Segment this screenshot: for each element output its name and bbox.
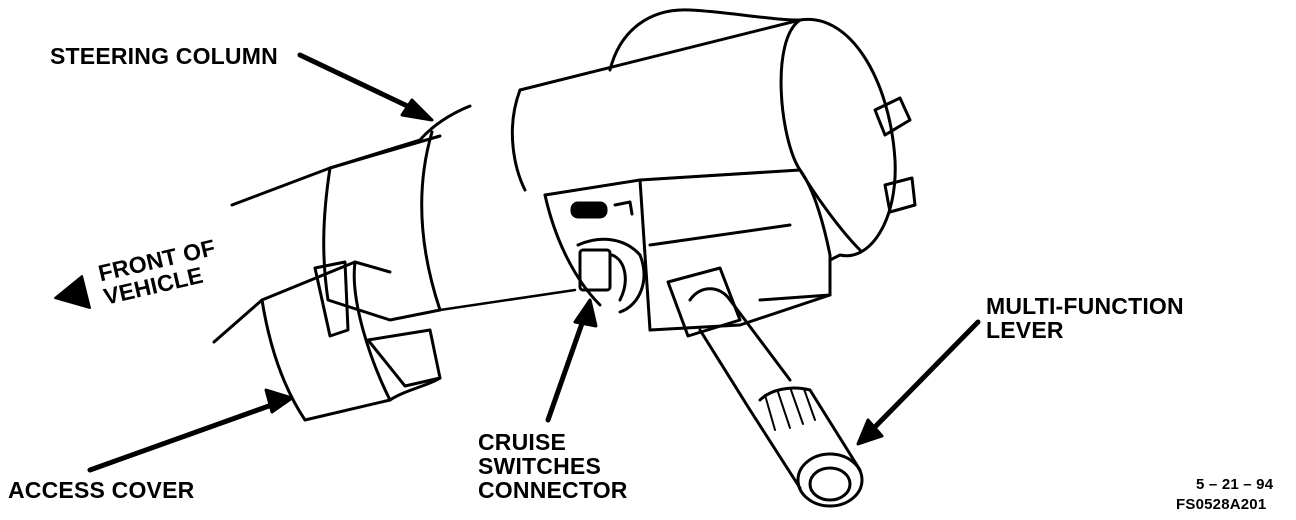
access-cover	[260, 260, 442, 422]
switch-housing	[543, 168, 832, 332]
label-cruise-line2: SWITCHES	[478, 453, 601, 479]
label-mfl-line1: MULTI-FUNCTION	[986, 293, 1184, 319]
label-cruise-line3: CONNECTOR	[478, 477, 628, 503]
arrow-access-cover	[87, 388, 294, 473]
multi-function-lever	[666, 266, 864, 508]
mounting-bolt	[873, 96, 917, 214]
label-mfl-line2: LEVER	[986, 317, 1064, 343]
date-code: 5 – 21 – 94	[1196, 476, 1274, 493]
upper-housing	[510, 8, 897, 262]
arrow-steering-column	[297, 52, 434, 122]
column-shroud	[322, 104, 577, 322]
cruise-connector	[570, 200, 646, 314]
label-multi-function-lever: MULTI-FUNCTION LEVER	[986, 294, 1184, 342]
label-steering-column: STEERING COLUMN	[50, 43, 278, 69]
figure-code: FS0528A201	[1176, 496, 1267, 513]
column-shaft	[212, 134, 442, 344]
label-cruise-line1: CRUISE	[478, 429, 567, 455]
arrow-cruise-connector	[545, 298, 598, 423]
label-cruise-switches-connector: CRUISE SWITCHES CONNECTOR	[478, 430, 628, 502]
label-access-cover: ACCESS COVER	[8, 477, 195, 503]
arrow-multi-function-lever	[856, 319, 981, 446]
arrow-front-of-vehicle	[54, 275, 91, 309]
